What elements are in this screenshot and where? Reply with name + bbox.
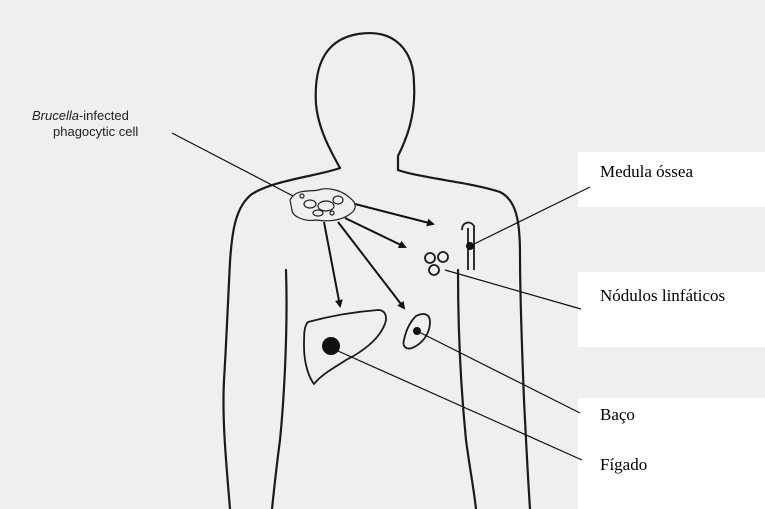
lymph-nodes-label: Nódulos linfáticos [600, 286, 725, 306]
liver-label: Fígado [600, 455, 647, 475]
infected-cell-label-line2: phagocytic cell [53, 124, 138, 139]
infected-cell-label: Brucella-infected [32, 108, 129, 123]
infected-cell-label-rest: -infected [79, 108, 129, 123]
spleen-label: Baço [600, 405, 635, 425]
infected-cell-label-italic: Brucella [32, 108, 79, 123]
spleen-infection-dot [413, 327, 421, 335]
label-panel-lymph-nodes [578, 272, 765, 347]
liver-infection-dot [322, 337, 340, 355]
bone-marrow-label: Medula óssea [600, 162, 693, 182]
